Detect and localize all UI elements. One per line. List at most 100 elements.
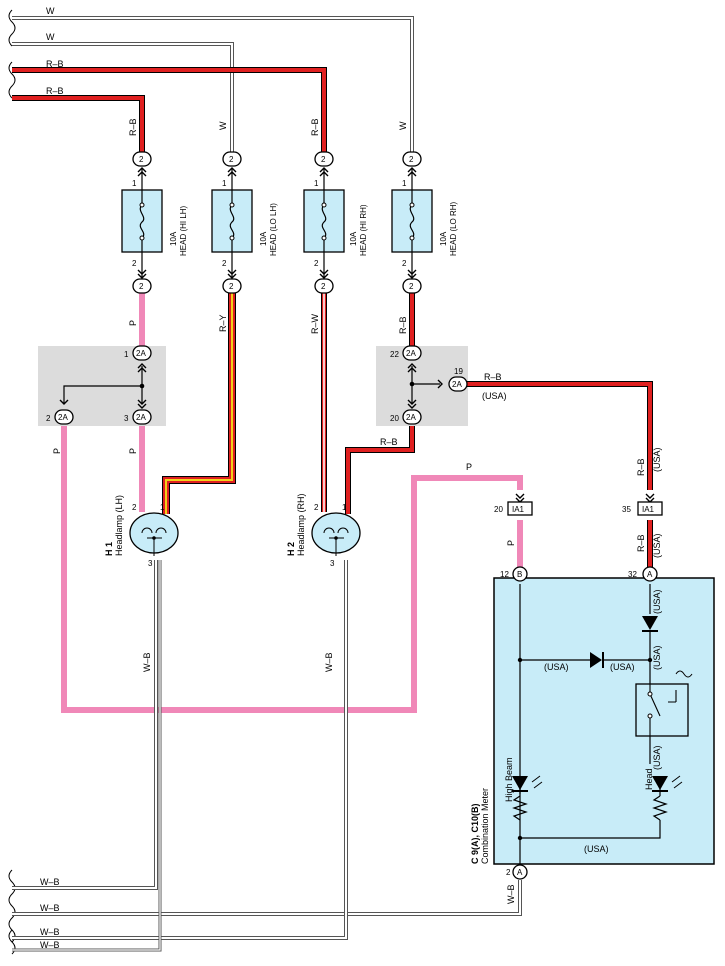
svg-text:1: 1 [160,503,165,512]
head-led [652,776,668,790]
diode-usa-top [642,616,658,630]
headlamp-lh-body [129,512,179,556]
svg-text:2: 2 [229,282,234,291]
led-arrows [531,775,683,789]
fuse2-top-wire: W [218,121,228,130]
headlamp-rh-name: Headlamp (RH) [296,493,306,556]
svg-text:B: B [517,570,522,579]
svg-text:19: 19 [454,367,463,376]
fuse1-top-wire: R–B [128,118,138,136]
fuse3-top-wire: R–B [310,118,320,136]
svg-text:2: 2 [314,503,319,512]
fuse-pin-numbers: 1 1 1 1 2 2 2 2 [132,179,407,268]
headlamp-lh-name: Headlamp (LH) [114,495,124,556]
fuse4-rating: 10A [439,231,448,246]
svg-text:IA1: IA1 [512,505,525,514]
wire-label-w-second: W [46,32,55,42]
svg-text:2A: 2A [406,349,416,358]
svg-text:3: 3 [148,559,153,568]
svg-text:2A: 2A [406,413,416,422]
p-meter-wire-label: P [466,462,472,472]
head-relay [635,670,693,737]
svg-text:IA1: IA1 [642,505,655,514]
connector-circles [512,566,658,880]
svg-text:2: 2 [402,259,407,268]
wb-wire-label-1: W–B [40,877,60,887]
wire-wb [12,560,522,952]
p-ia1-label: P [506,540,516,546]
resistors [512,795,668,821]
fuse2-name: HEAD (LO LH) [269,203,278,256]
usa-ia1-lower-label: (USA) [652,533,662,558]
connectors-2 [132,151,422,294]
head-label: Head [644,768,654,790]
fuse3-bottom-wire: R–W [310,313,320,334]
svg-text:2: 2 [132,503,137,512]
ia1-labels: IA1 IA1 20 35 [494,505,655,514]
usa-meter-mid: (USA) [610,662,635,672]
wire-label-w-top: W [46,6,55,16]
junction-pin-numbers: 1 3 2 22 20 19 [46,350,463,423]
connector-arrows [59,167,655,503]
rb-rh-wire-label: R–B [380,437,398,447]
svg-text:2A: 2A [452,380,462,389]
wire-label-rb-third: R–B [46,59,64,69]
wb-wire-label-2: W–B [40,903,60,913]
fuse1-name: HEAD (HI LH) [179,205,188,256]
wire-p [61,292,523,713]
svg-text:2: 2 [132,259,137,268]
svg-text:2: 2 [139,155,144,164]
svg-text:2: 2 [409,282,414,291]
svg-text:2: 2 [314,259,319,268]
usa-meter-right: (USA) [652,645,662,670]
wb-rh-label: W–B [324,652,334,672]
rb-ia1-upper-label: R–B [636,458,646,476]
svg-text:2A: 2A [136,413,146,422]
svg-text:2: 2 [139,282,144,291]
fuse3-name: HEAD (HI RH) [359,204,368,256]
svg-text:1: 1 [132,179,137,188]
svg-text:2: 2 [409,155,414,164]
diode-usa-mid [590,652,602,668]
fuse4-bottom-wire: R–B [398,316,408,334]
usa-junction-label: (USA) [482,391,507,401]
svg-text:1: 1 [342,503,347,512]
svg-text:A: A [647,570,653,579]
wb-meter-label: W–B [506,884,516,904]
fuse-blocks [121,168,433,278]
fuse1-rating: 10A [169,231,178,246]
rb-ia1-lower-label: R–B [636,534,646,552]
rb-usa-wire-label: R–B [484,372,502,382]
break-marks [8,9,16,955]
fuse2-bottom-wire: R–Y [218,314,228,332]
headlamp-pin-numbers: 2 1 3 2 1 3 [132,503,347,568]
svg-text:35: 35 [622,505,631,514]
svg-text:2: 2 [222,259,227,268]
fuse4-top-wire: W [398,121,408,130]
connectors-2a [54,345,468,425]
p-lh-wire-label: P [128,448,138,454]
headlamp-rh-body [311,512,361,556]
svg-text:1: 1 [124,350,129,359]
svg-text:2: 2 [506,868,511,877]
headlamp-lh-code: H 1 [104,542,114,556]
usa-meter-top: (USA) [652,589,662,614]
svg-text:1: 1 [222,179,227,188]
meter-name: Combination Meter [480,788,490,864]
meter-connector-labels: B A A 12 32 2 [500,570,653,877]
svg-text:3: 3 [330,559,335,568]
fuse1-bottom-wire: P [128,320,138,326]
svg-text:2: 2 [321,282,326,291]
usa-meter-left: (USA) [544,662,569,672]
wb-lh-label: W–B [142,652,152,672]
svg-text:2A: 2A [58,413,68,422]
usa-ia1-upper-label: (USA) [652,447,662,472]
svg-text:A: A [517,868,523,877]
fuse3-rating: 10A [349,231,358,246]
svg-text:2: 2 [229,155,234,164]
high-beam-led [512,776,528,790]
wire-label-rb-fourth: R–B [46,86,64,96]
fuse4-name: HEAD (LO RH) [449,201,458,256]
wire-w-second [12,42,234,152]
